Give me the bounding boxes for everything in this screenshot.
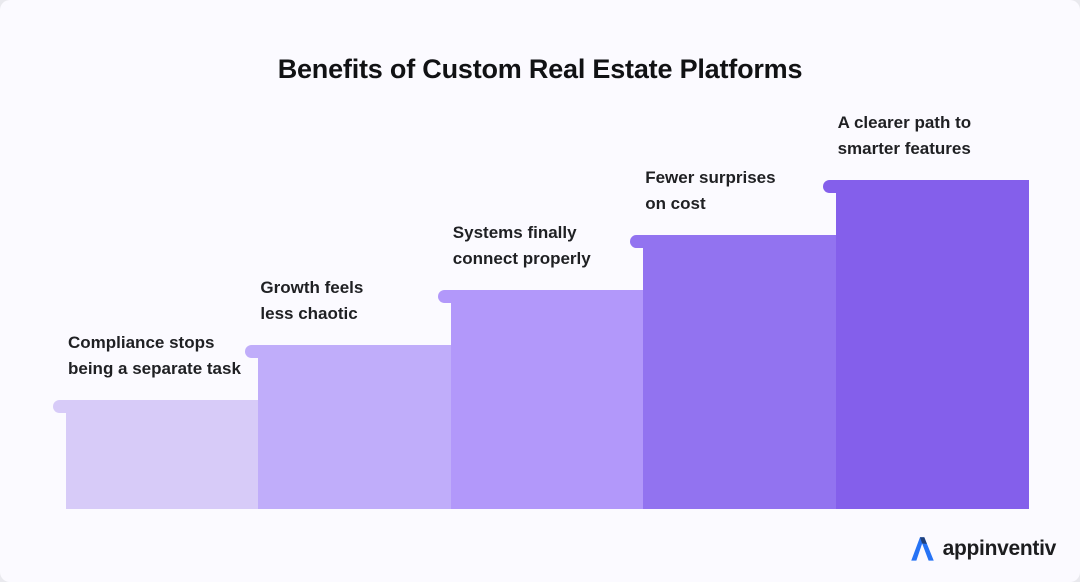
step-label: Systems finally connect properly — [453, 220, 591, 272]
step-label-line: being a separate task — [68, 359, 241, 378]
brand-name: appinventiv — [942, 536, 1057, 560]
chart-title: Benefits of Custom Real Estate Platforms — [277, 54, 803, 84]
step-label-line: connect properly — [452, 249, 591, 268]
step-label: Compliance stops being a separate task — [68, 330, 241, 382]
step-label-line: Compliance stops — [68, 333, 215, 352]
appinventiv-logo-icon — [910, 537, 934, 561]
step-bar — [437, 290, 645, 509]
step-label-line: Growth feels — [260, 278, 364, 297]
step-label: Fewer surprises on cost — [645, 165, 775, 217]
step-label-line: smarter features — [837, 139, 971, 158]
step-label-line: Systems finally — [452, 223, 577, 242]
step-bar — [245, 345, 452, 509]
step-label-line: A clearer path to — [837, 113, 972, 132]
step-label: A clearer path to smarter features — [838, 110, 972, 162]
step-bar — [52, 400, 260, 509]
step-label-line: Fewer surprises — [645, 168, 776, 187]
step-bar — [630, 235, 837, 509]
brand-logo: appinventiv — [909, 535, 1056, 562]
step-label-line: less chaotic — [260, 304, 358, 323]
step-bar — [822, 180, 1029, 509]
step-label: Growth feels less chaotic — [260, 275, 363, 327]
step-label-line: on cost — [645, 194, 706, 213]
